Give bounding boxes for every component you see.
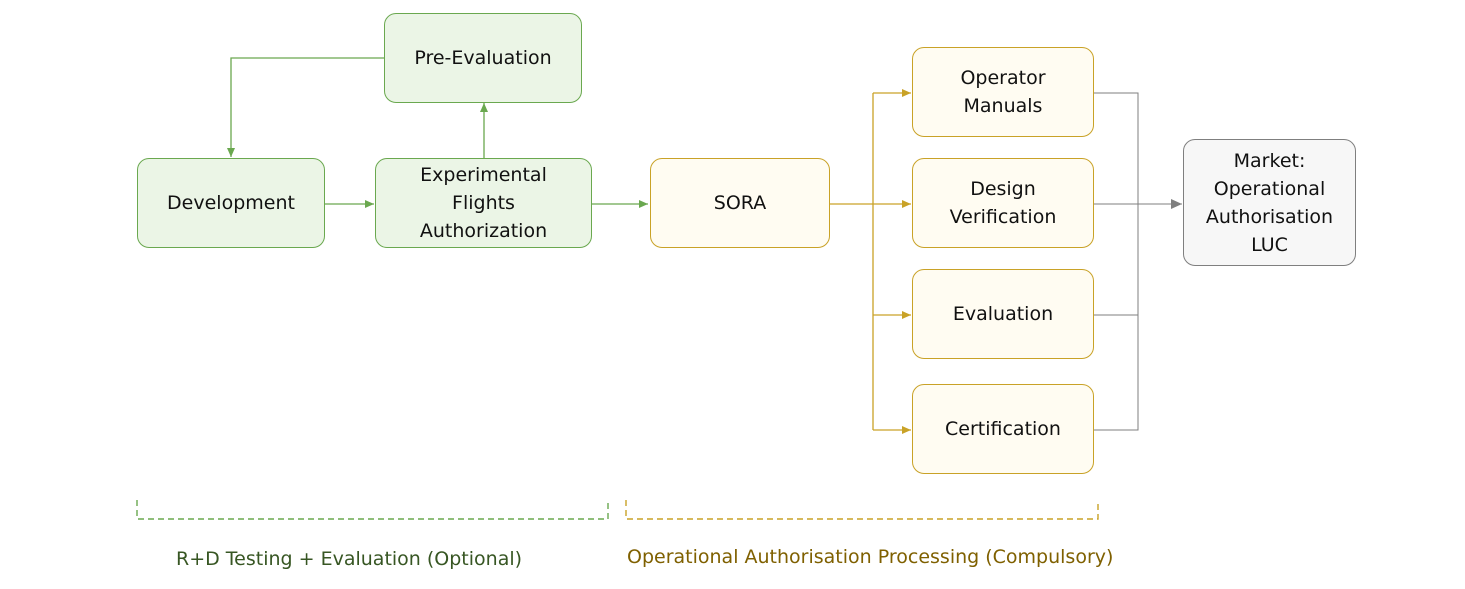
bracket-rd-phase: [136, 500, 609, 520]
operator-manuals-box: Operator Manuals: [912, 47, 1094, 137]
pre-evaluation-box: Pre-Evaluation: [384, 13, 582, 103]
sora-box: SORA: [650, 158, 830, 248]
evaluation-box: Evaluation: [912, 269, 1094, 359]
design-verification-box: Design Verification: [912, 158, 1094, 248]
connector-merge: [1094, 92, 1139, 431]
arrow-pre-evaluation-to-development: [227, 57, 384, 157]
connector-sora-trunk: [830, 93, 874, 430]
operational-phase-label: Operational Authorisation Processing (Co…: [627, 546, 1114, 568]
experimental-flights-authorization-box: Experimental Flights Authorization: [375, 158, 592, 248]
certification-box: Certification: [912, 384, 1094, 474]
development-box: Development: [137, 158, 325, 248]
rd-phase-label: R+D Testing + Evaluation (Optional): [176, 548, 523, 570]
market-box: Market: Operational Authorisation LUC: [1183, 139, 1356, 266]
bracket-operational-phase: [625, 500, 1099, 520]
